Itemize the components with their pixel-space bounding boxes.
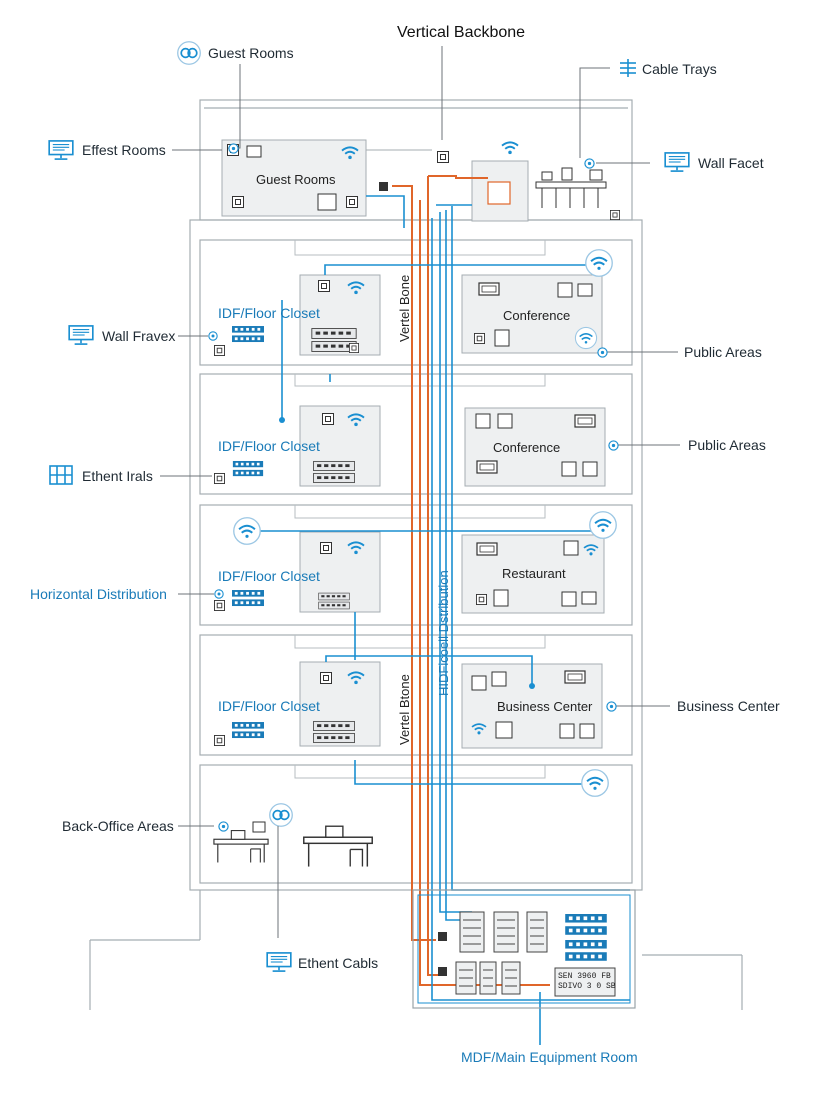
vertical-backbone-label: Vertel Bone [397,274,412,342]
wifi-halo-icon [232,516,262,546]
idf-closet-label: IDF/Floor Closet [218,438,320,454]
link-icon [268,802,294,828]
idf-closet-label: IDF/Floor Closet [218,698,320,714]
mdf-panel-label: SEN 3960 FB SDIVO 3 0 SB [558,972,616,991]
guest-rooms-panel [221,139,367,217]
floor-3 [214,531,605,614]
pin-icon [584,158,595,169]
wifi-icon [501,141,519,156]
callout-wall-fravex: Wall Fravex [102,328,176,344]
room-conference: Conference [503,308,571,323]
monitor-icon [664,152,690,172]
top-closet-panel [471,160,529,222]
callout-effest-rooms: Effest Rooms [82,142,166,158]
pin-icon [606,701,617,712]
room-conference: Conference [493,440,561,455]
pin-icon [597,347,608,358]
building-outline [89,99,743,1010]
junction-dot [529,683,535,689]
room-business-center: Business Center [497,699,593,714]
junction-dot [279,417,285,423]
junction-nodes [379,182,447,976]
idf-closet-label: IDF/Floor Closet [218,305,320,321]
pin-icon [608,440,619,451]
wifi-halo-icon [588,510,618,540]
lounge-furniture-icon [535,167,620,220]
callout-public-areas: Public Areas [684,344,762,360]
horizontal-distribution-vertical-label: HIDFicoell Dstribution [436,570,451,696]
cable-tray-icon [620,59,636,77]
floor-4 [214,661,603,749]
wifi-halo-icon [580,768,610,798]
mdf-room [412,889,636,1009]
callout-public-areas: Public Areas [688,437,766,453]
wifi-halo-icon [584,248,614,278]
callout-wall-facet: Wall Facet [698,155,764,171]
guest-rooms-link-icon [176,40,202,66]
ethernet-tray-icon [49,465,73,485]
monitor-icon [48,140,74,160]
callout-horizontal-distribution: Horizontal Distribution [30,586,167,602]
callout-ethent-trais: Ethent Irals [82,468,153,484]
pin-icon [218,821,229,832]
idf-closet-label: IDF/Floor Closet [218,568,320,584]
callout-guest-rooms: Guest Rooms [208,45,294,61]
monitor-icon [68,325,94,345]
callout-mdf: MDF/Main Equipment Room [461,1049,638,1065]
outlet-icon [437,151,449,163]
callout-back-office: Back-Office Areas [62,818,174,834]
floor-1 [214,274,603,356]
room-guest-rooms: Guest Rooms [256,172,336,187]
vertical-backbone-label: Vertel Btone [397,674,412,745]
room-restaurant: Restaurant [502,566,566,581]
callout-business-center: Business Center [677,698,780,714]
floor-2 [214,405,606,487]
callout-cable-trays: Cable Trays [642,61,717,77]
diagram-title: Vertical Backbone [397,24,526,41]
monitor-icon [266,952,292,972]
pin-icon [214,589,224,599]
pin-icon [228,143,239,154]
callout-ethent-cabls: Ethent Cabls [298,955,379,971]
back-office-furniture [213,821,374,868]
pin-icon [208,331,218,341]
